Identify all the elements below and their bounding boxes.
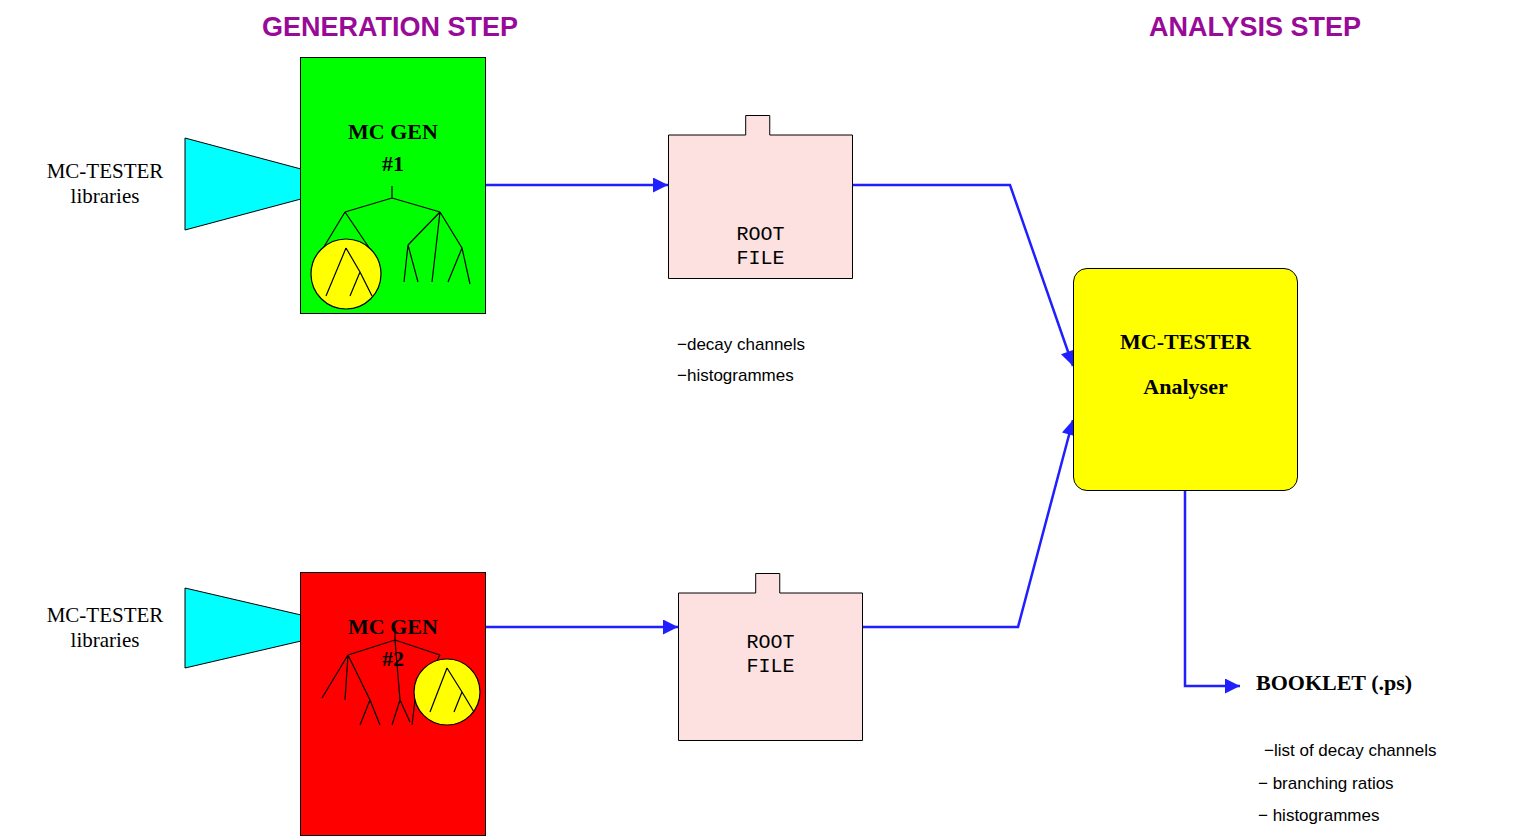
step-heading: GENERATION STEP: [262, 12, 518, 43]
node-label: MC GEN #2: [343, 611, 443, 675]
flow-arrow: [486, 626, 678, 629]
subtree-circle: [311, 239, 381, 309]
step-heading: ANALYSIS STEP: [1149, 12, 1361, 43]
root-file-folder: ROOT FILE: [668, 115, 853, 279]
decay-tree: [322, 186, 470, 284]
node-label: MC GEN #1: [343, 116, 443, 180]
content-note: −decay channels: [677, 335, 805, 355]
content-note: −histogrammes: [677, 366, 794, 386]
folder-outline: [669, 116, 853, 279]
decay-subtree: [326, 248, 372, 296]
library-label: MC-TESTER libraries: [25, 159, 185, 209]
generator-box: MC GEN #1: [300, 57, 486, 314]
node-label: ROOT FILE: [741, 631, 801, 679]
folder-outline: [679, 574, 863, 741]
flow-arrow: [863, 420, 1073, 627]
root-file-folder: ROOT FILE: [678, 573, 863, 741]
generator-box: MC GEN #2: [300, 572, 486, 836]
booklet-output: BOOKLET (.ps): [1240, 666, 1450, 706]
node-label: BOOKLET (.ps): [1240, 668, 1450, 698]
flow-arrow: [853, 185, 1073, 366]
decay-subtree: [430, 668, 474, 712]
analyser-box: MC-TESTER Analyser: [1073, 268, 1298, 491]
node-label: ROOT FILE: [731, 223, 791, 271]
content-note: −list of decay channels: [1264, 741, 1436, 761]
node-label: MC-TESTER Analyser: [1106, 319, 1266, 409]
flow-arrow: [486, 184, 668, 187]
subtree-circle: [414, 659, 480, 725]
content-note: − branching ratios: [1258, 774, 1394, 794]
content-note: − histogrammes: [1258, 806, 1379, 826]
decay-tree: [322, 628, 440, 725]
library-label: MC-TESTER libraries: [25, 603, 185, 653]
flow-arrow: [1185, 491, 1240, 686]
